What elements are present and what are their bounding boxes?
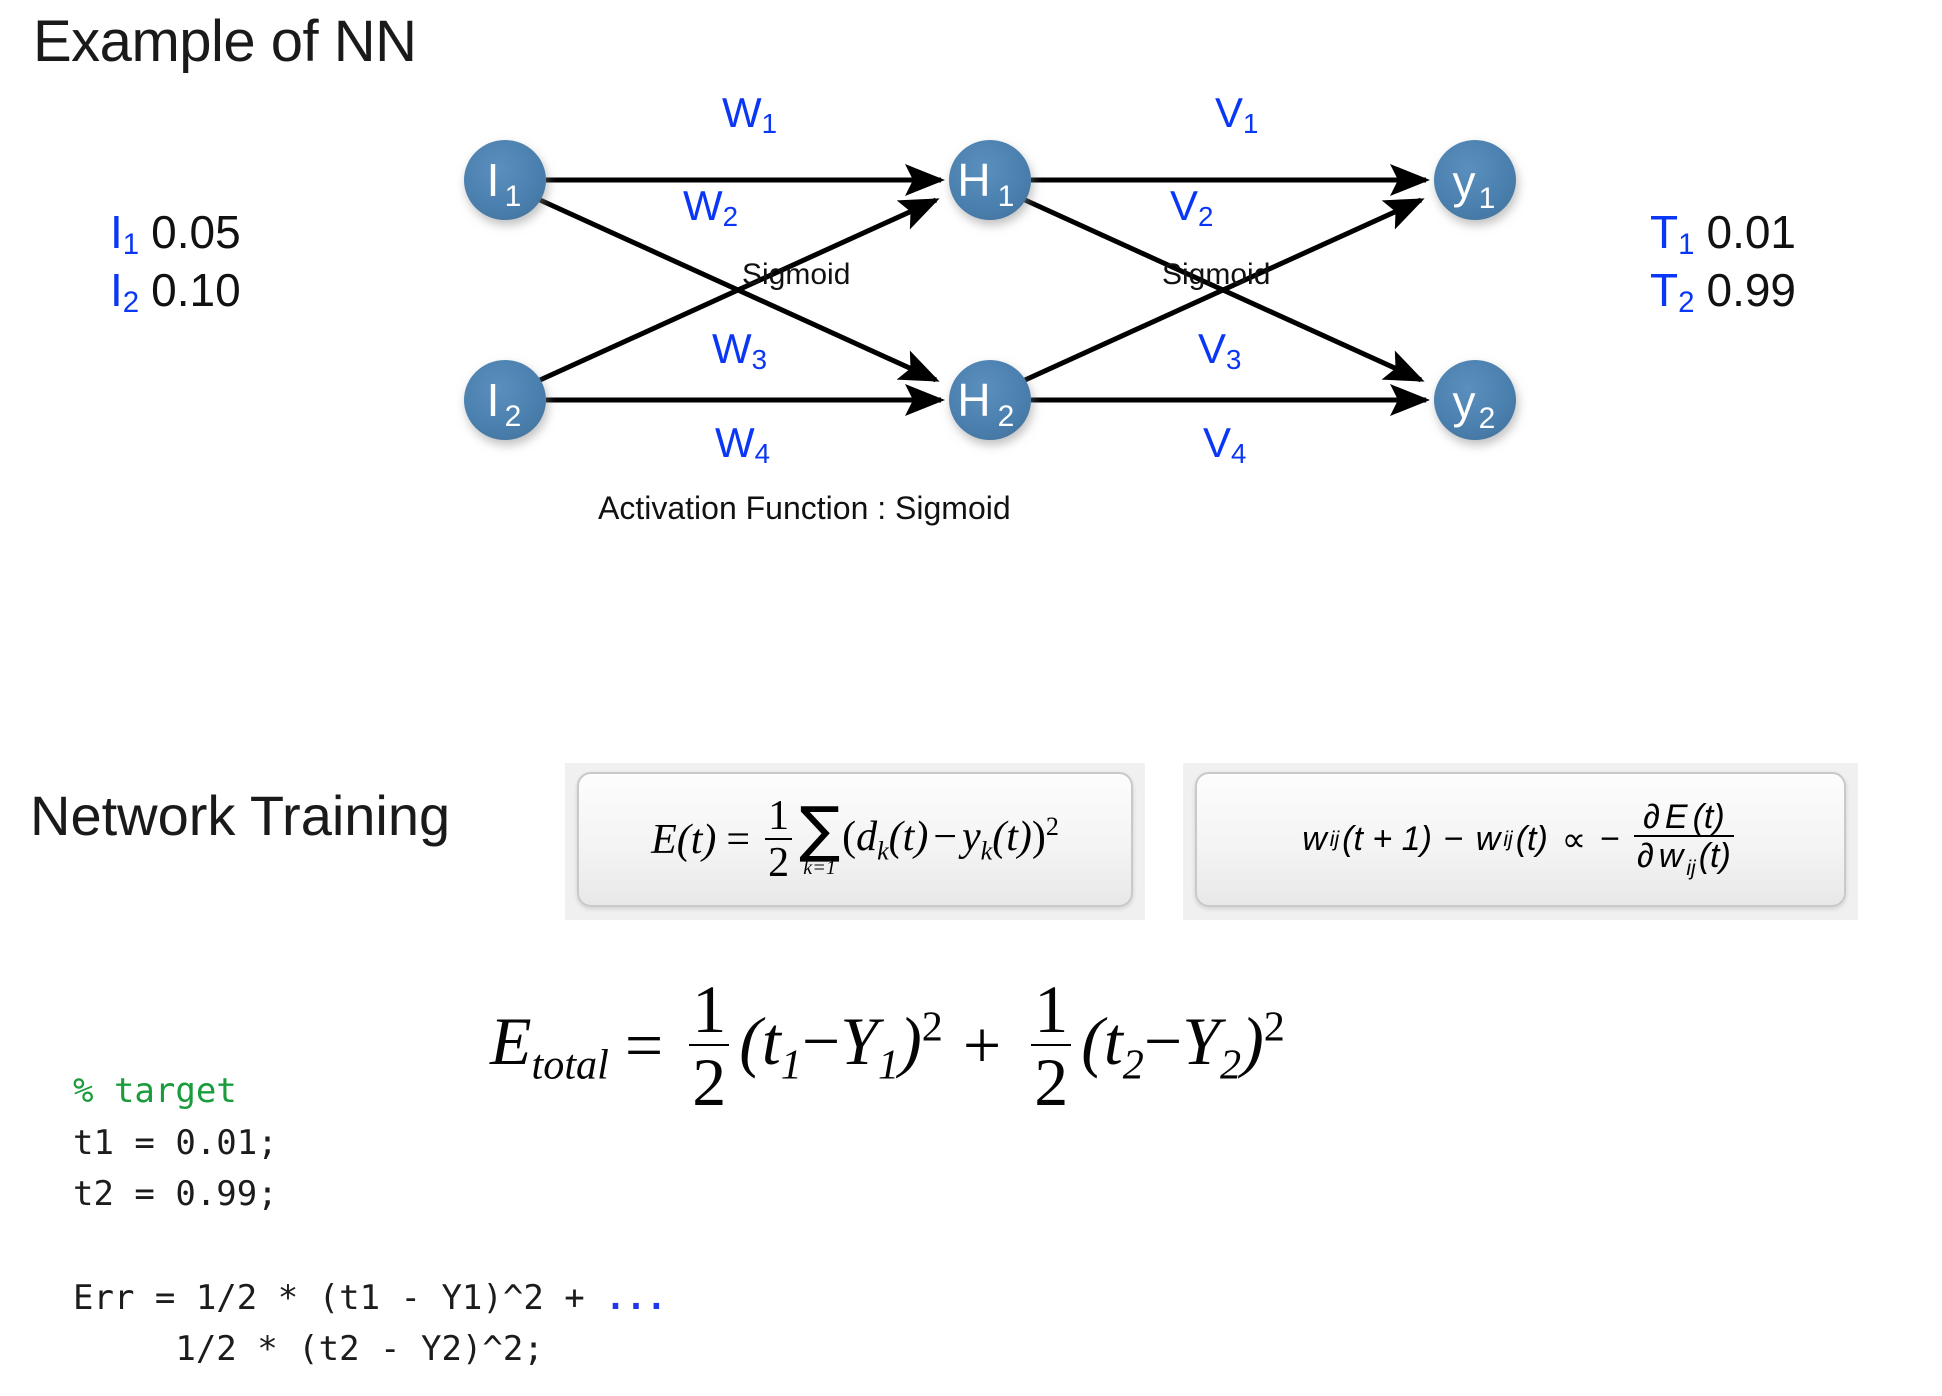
code-line-t1: t1 = 0.01; bbox=[73, 1122, 278, 1163]
weight-label-W4-base: W bbox=[715, 419, 755, 466]
weight-label-V2-base: V bbox=[1170, 182, 1199, 229]
etotal-term2-half: 1 2 bbox=[1031, 975, 1072, 1116]
node-I1[interactable]: I 1 bbox=[464, 140, 546, 220]
network-graph-svg: I 1 I 2 H 1 H 2 bbox=[464, 140, 1516, 440]
output-layer-activation-label: Sigmoid bbox=[1162, 258, 1271, 291]
node-y1[interactable]: y 1 bbox=[1434, 140, 1516, 220]
edges-hidden-output bbox=[1023, 163, 1431, 416]
input-row-2-value: 0.10 bbox=[151, 263, 241, 316]
etotal-term1-body: (t1−Y1)2 bbox=[739, 1002, 943, 1089]
node-H1[interactable]: H 1 bbox=[949, 140, 1031, 220]
etotal-plus: + bbox=[962, 1007, 1002, 1083]
hidden-layer-activation-label: Sigmoid bbox=[742, 258, 851, 291]
activation-function-caption: Activation Function : Sigmoid bbox=[598, 490, 1011, 526]
etotal-lhs: Etotal bbox=[490, 1002, 609, 1089]
error-formula-lhs: E(t) bbox=[651, 816, 717, 863]
weight-label-V2: V2 bbox=[1170, 185, 1213, 231]
target-row-2-value: 0.99 bbox=[1706, 263, 1797, 316]
weight-label-V1: V1 bbox=[1215, 92, 1258, 138]
network-nodes: I 1 I 2 H 1 H 2 bbox=[464, 140, 1516, 440]
matlab-code-block[interactable]: % target t1 = 0.01; t2 = 0.99; Err = 1/2… bbox=[73, 1066, 667, 1376]
weight-label-V2-sub: 2 bbox=[1198, 201, 1214, 233]
input-row-1-key: I1 bbox=[110, 206, 140, 261]
weight-label-W2: W2 bbox=[683, 185, 738, 231]
node-H2-sub: 2 bbox=[998, 400, 1015, 433]
update-gradient-numerator: ∂E(t) bbox=[1643, 798, 1725, 837]
node-I2-base: I bbox=[487, 374, 500, 426]
input-row-2-key: I2 bbox=[110, 263, 140, 319]
weight-label-V3: V3 bbox=[1198, 328, 1241, 374]
weight-label-W2-sub: 2 bbox=[722, 201, 739, 233]
weight-label-V4-sub: 4 bbox=[1231, 438, 1247, 470]
code-line-continuation: ... bbox=[605, 1277, 667, 1318]
weight-label-V1-sub: 1 bbox=[1243, 108, 1259, 140]
error-formula-body: (dk(t)−yk(t))2 bbox=[842, 812, 1059, 866]
weight-label-W3-base: W bbox=[712, 325, 752, 372]
node-y1-base: y bbox=[1453, 156, 1476, 208]
node-y2-sub: 2 bbox=[1479, 402, 1496, 435]
node-I1-sub: 1 bbox=[505, 180, 522, 213]
weight-label-W4-sub: 4 bbox=[754, 438, 771, 470]
page-title: Example of NN bbox=[33, 9, 417, 74]
node-y2-base: y bbox=[1453, 376, 1476, 428]
weight-label-W1-sub: 1 bbox=[761, 108, 778, 140]
node-H2-base: H bbox=[957, 374, 990, 426]
node-I2-sub: 2 bbox=[505, 400, 522, 433]
target-row-1-key: T1 bbox=[1650, 206, 1695, 261]
edges-input-hidden bbox=[538, 163, 946, 416]
neural-network-diagram: I 1 I 2 H 1 H 2 bbox=[0, 80, 1942, 550]
node-H1-sub: 1 bbox=[998, 180, 1015, 213]
code-line-t2: t2 = 0.99; bbox=[73, 1174, 278, 1215]
error-formula-box: E(t) = 1 2 ∑ k=1 (dk(t)−yk(t))2 bbox=[577, 772, 1133, 907]
weight-label-W1-base: W bbox=[722, 89, 762, 136]
weight-label-V4: V4 bbox=[1203, 422, 1246, 468]
input-row-1-value: 0.05 bbox=[151, 206, 241, 258]
update-proportional-sign: ∝ bbox=[1561, 820, 1587, 859]
weight-label-W3: W3 bbox=[712, 328, 767, 374]
weight-label-W4: W4 bbox=[715, 422, 770, 468]
network-training-heading: Network Training bbox=[30, 784, 451, 847]
weight-label-V3-base: V bbox=[1198, 325, 1227, 372]
code-line-err-part1: Err = 1/2 * (t1 - Y1)^2 + bbox=[73, 1277, 606, 1318]
etotal-term2-body: (t2−Y2)2 bbox=[1081, 1002, 1285, 1089]
etotal-equation: Etotal = 1 2 (t1−Y1)2 + 1 2 (t2−Y2)2 bbox=[490, 975, 1285, 1116]
node-I2[interactable]: I 2 bbox=[464, 360, 546, 440]
update-lhs1: w bbox=[1302, 820, 1327, 858]
node-H2[interactable]: H 2 bbox=[949, 360, 1031, 440]
error-formula: E(t) = 1 2 ∑ k=1 (dk(t)−yk(t))2 bbox=[651, 795, 1059, 884]
etotal-term1-half: 1 2 bbox=[689, 975, 730, 1116]
weight-label-V1-base: V bbox=[1215, 89, 1244, 136]
node-H1-base: H bbox=[957, 154, 990, 206]
code-comment-line: % target bbox=[73, 1071, 237, 1111]
weight-label-W1: W1 bbox=[722, 92, 777, 138]
update-lhs2: w bbox=[1475, 820, 1501, 858]
weight-label-V4-base: V bbox=[1203, 419, 1232, 466]
error-formula-equals: = bbox=[726, 816, 751, 863]
error-formula-summation: ∑ k=1 bbox=[799, 794, 841, 879]
weight-label-W2-base: W bbox=[683, 182, 723, 229]
target-row-2-key: T2 bbox=[1650, 263, 1695, 319]
weight-label-W3-sub: 3 bbox=[751, 344, 768, 376]
target-row-1-value: 0.01 bbox=[1706, 206, 1797, 258]
weight-label-V3-sub: 3 bbox=[1226, 344, 1242, 376]
etotal-equals: = bbox=[624, 1007, 664, 1083]
node-y2[interactable]: y 2 bbox=[1434, 360, 1516, 440]
node-I1-base: I bbox=[487, 154, 500, 206]
error-formula-half: 1 2 bbox=[765, 795, 793, 884]
code-line-err-part2: 1/2 * (t2 - Y2)^2; bbox=[73, 1329, 544, 1370]
node-y1-sub: 1 bbox=[1479, 182, 1496, 215]
